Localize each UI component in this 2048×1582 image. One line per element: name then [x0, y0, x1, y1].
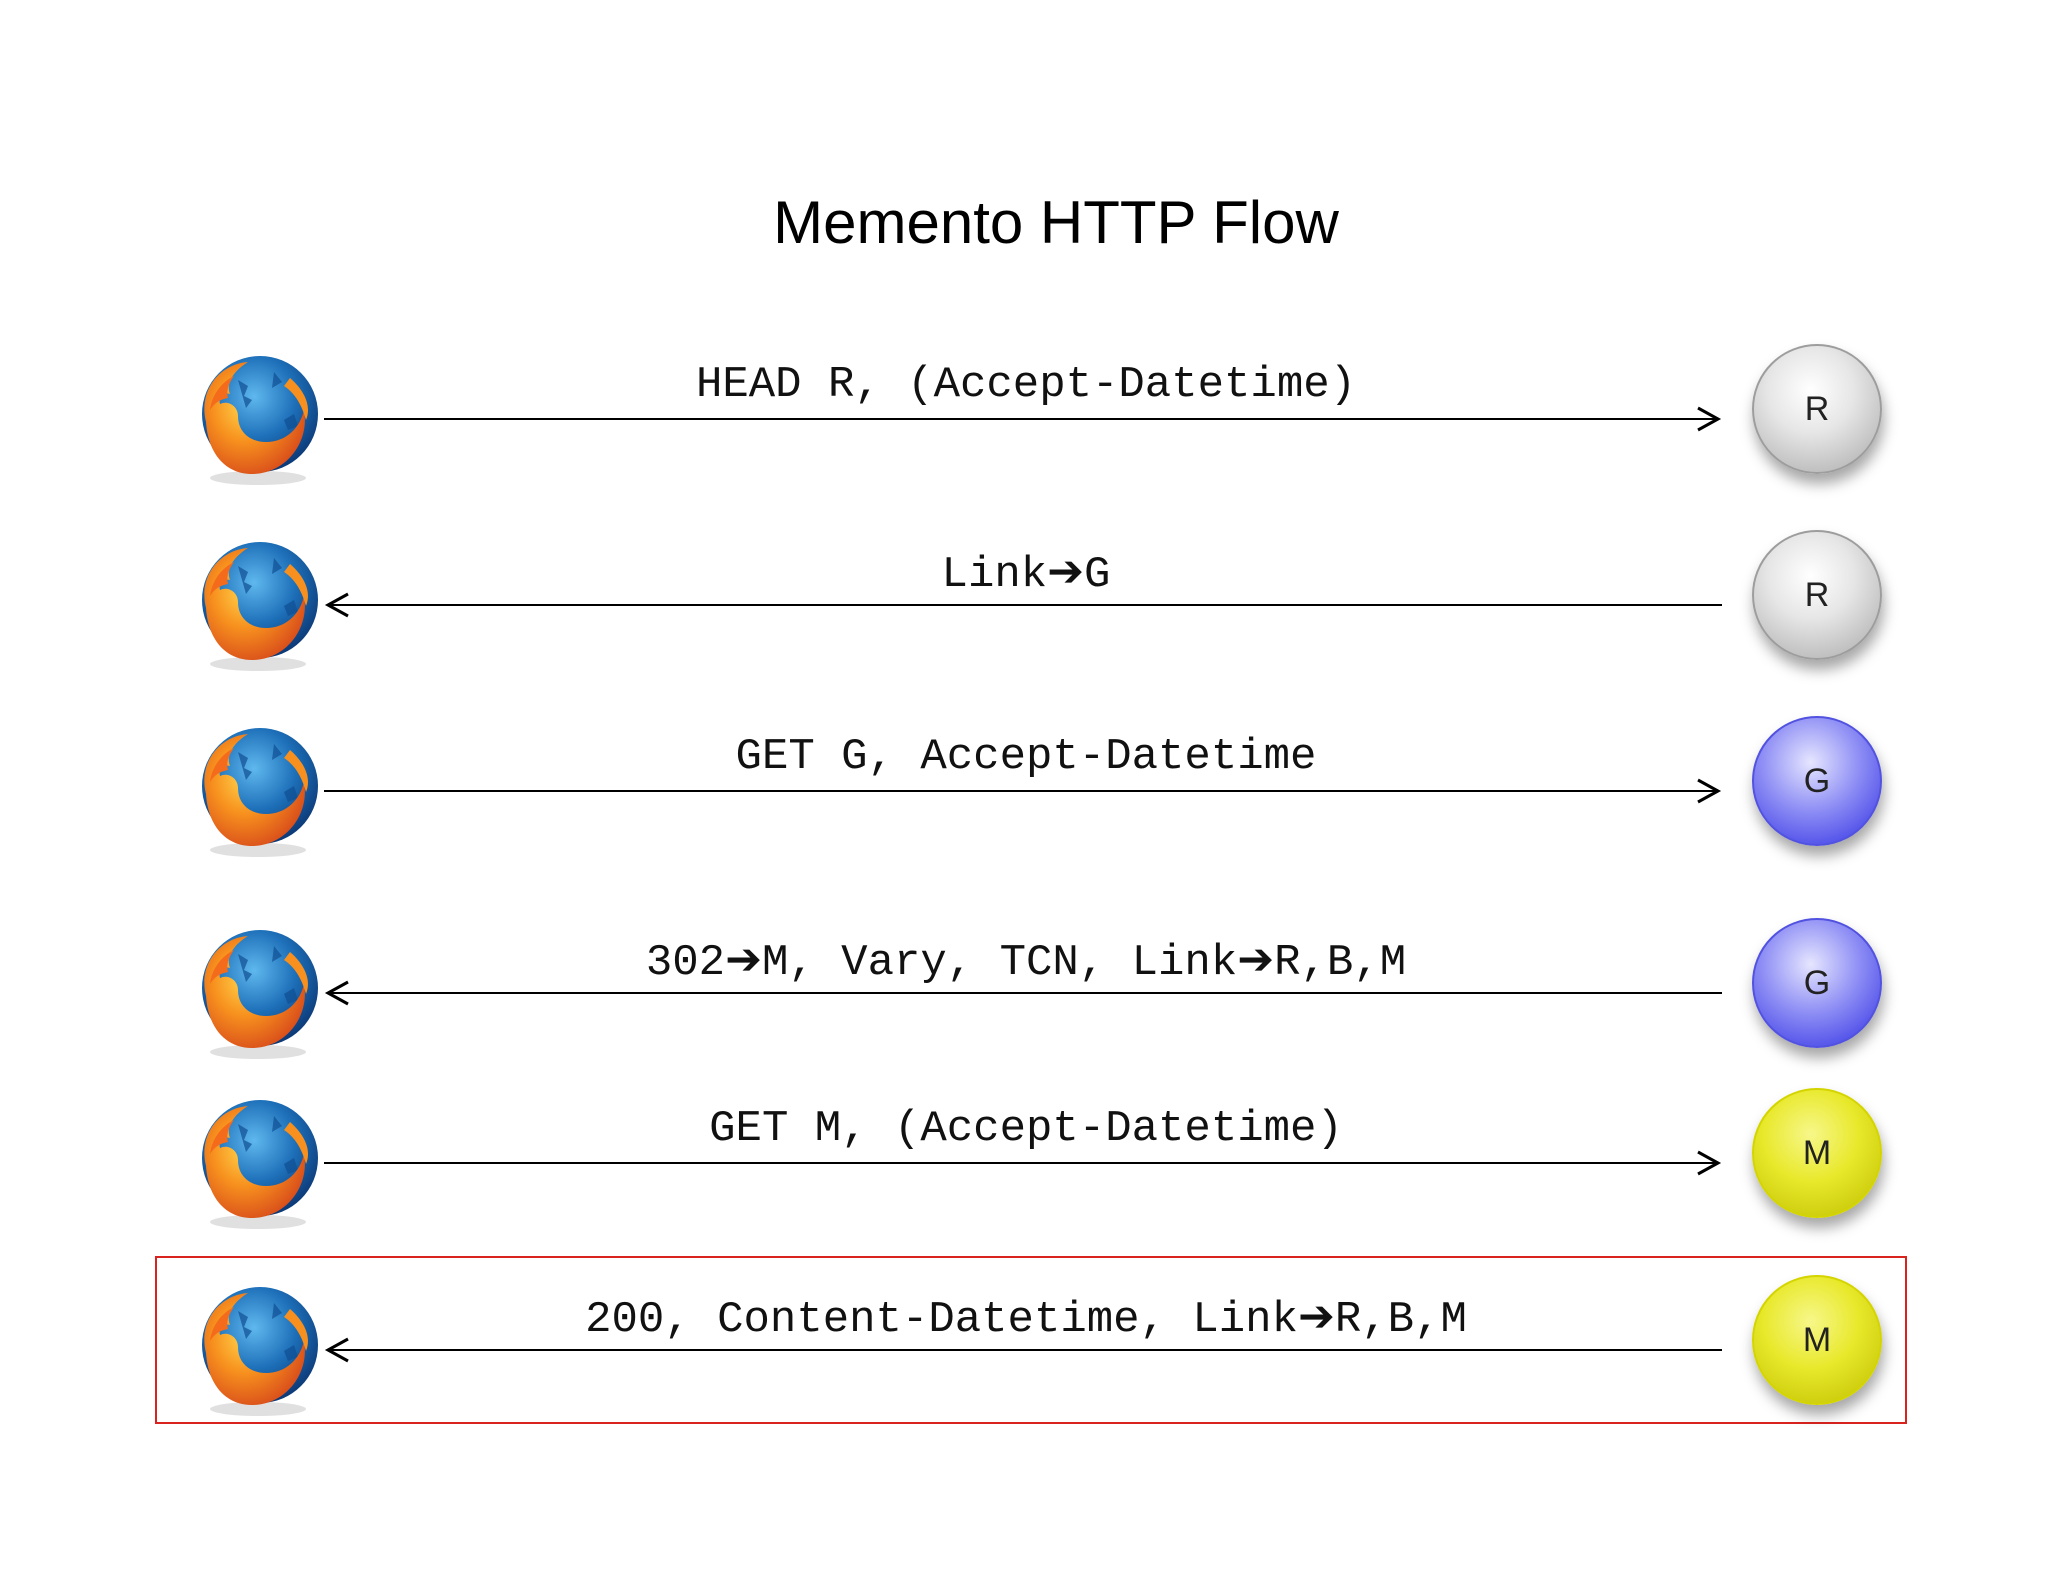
flow-row-5: GET M, (Accept-Datetime) M: [0, 1084, 2048, 1234]
server-node-r: R: [1752, 530, 1882, 660]
flow-message: GET M, (Accept-Datetime): [709, 1104, 1343, 1154]
arrow-glyph-icon: ➔: [1298, 1291, 1335, 1342]
flow-message: HEAD R, (Accept-Datetime): [695, 360, 1357, 410]
arrow-glyph-icon: ➔: [1237, 934, 1275, 985]
flow-row-6: 200, Content-Datetime, Link➔R,B,M M: [0, 1271, 2048, 1421]
firefox-browser-icon: [188, 1094, 328, 1234]
server-node-g: G: [1752, 918, 1882, 1048]
highlight-box: [155, 1256, 1907, 1424]
flow-message: Link➔G: [326, 546, 1726, 600]
message-part: R,B,M: [1274, 938, 1407, 988]
message-part: M, Vary, TCN, Link: [761, 938, 1238, 988]
message-part: 302: [645, 938, 726, 988]
flow-message: 200, Content-Datetime, Link➔R,B,M: [326, 1291, 1726, 1345]
server-node-m: M: [1752, 1088, 1882, 1218]
response-arrow: [324, 980, 1722, 1006]
request-arrow: [324, 778, 1722, 804]
message-part: 200, Content-Datetime, Link: [585, 1295, 1298, 1345]
request-arrow: [324, 1150, 1722, 1176]
message-part: Link: [941, 550, 1048, 600]
firefox-browser-icon: [188, 722, 328, 862]
request-arrow: [324, 406, 1722, 432]
server-node-g: G: [1752, 716, 1882, 846]
message-part: G: [1084, 550, 1111, 600]
page-title: Memento HTTP Flow: [773, 189, 1339, 256]
response-arrow: [324, 1337, 1722, 1363]
message-part: R,B,M: [1334, 1295, 1467, 1345]
arrow-glyph-icon: ➔: [1047, 546, 1085, 597]
flow-row-4: 302➔M, Vary, TCN, Link➔R,B,M G: [0, 914, 2048, 1064]
response-arrow: [324, 592, 1722, 618]
firefox-browser-icon: [188, 350, 328, 490]
arrow-glyph-icon: ➔: [725, 934, 762, 985]
flow-message: 302➔M, Vary, TCN, Link➔R,B,M: [326, 934, 1726, 988]
flow-row-1: HEAD R, (Accept-Datetime) R: [0, 340, 2048, 490]
server-node-r: R: [1752, 344, 1882, 474]
flow-row-3: GET G, Accept-Datetime G: [0, 712, 2048, 862]
server-node-m: M: [1752, 1275, 1882, 1405]
firefox-browser-icon: [188, 1281, 328, 1421]
firefox-browser-icon: [188, 924, 328, 1064]
firefox-browser-icon: [188, 536, 328, 676]
flow-row-2: Link➔G R: [0, 526, 2048, 676]
flow-message: GET G, Accept-Datetime: [735, 732, 1317, 782]
